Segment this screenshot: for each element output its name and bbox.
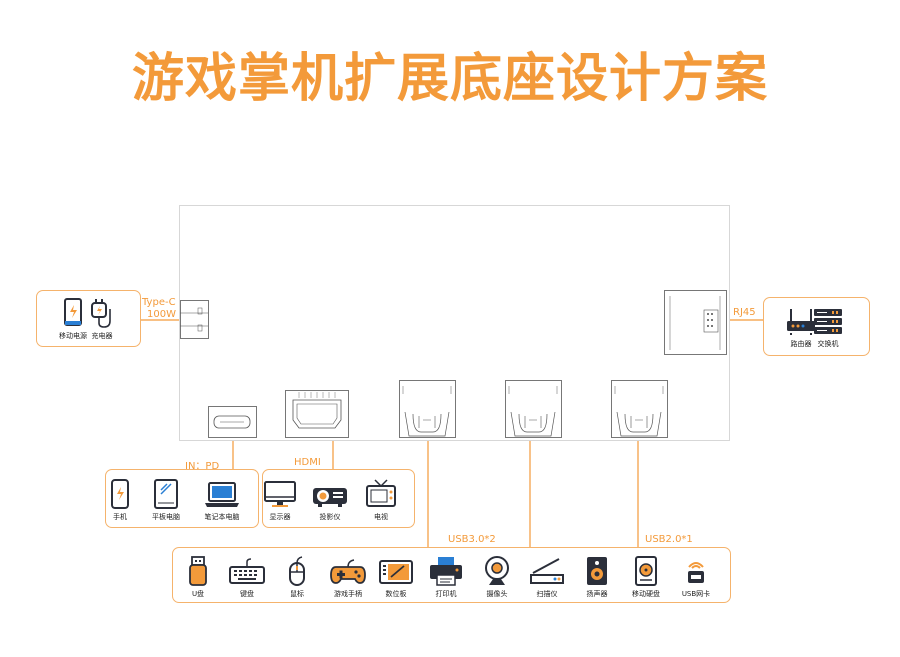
device-webcam: 摄像头 bbox=[472, 555, 522, 599]
switch-icon bbox=[814, 309, 842, 334]
device-label: 扬声器 bbox=[586, 590, 608, 598]
device-label: USB网卡 bbox=[681, 590, 711, 598]
device-projector: 投影仪 bbox=[305, 478, 355, 522]
watt-label: 100W bbox=[147, 309, 176, 320]
drawing-tablet-icon bbox=[379, 560, 413, 584]
device-tablet: 平板电脑 bbox=[141, 478, 191, 522]
usb-drive-icon bbox=[189, 556, 207, 586]
device-label: 游戏手柄 bbox=[334, 590, 362, 598]
device-label: 移动电源 bbox=[59, 332, 87, 340]
charger-icon bbox=[91, 299, 111, 328]
device-label: 键盘 bbox=[240, 590, 254, 598]
device-speaker: 扬声器 bbox=[572, 555, 622, 599]
device-laptop: 笔记本电脑 bbox=[197, 478, 247, 522]
usb30-port-1 bbox=[399, 380, 456, 438]
device-monitor: 显示器 bbox=[255, 478, 305, 522]
hdmi-port bbox=[285, 390, 349, 438]
typec-port bbox=[180, 300, 209, 339]
mouse-icon bbox=[289, 556, 305, 586]
device-drawing-tablet: 数位板 bbox=[371, 555, 421, 599]
pd-port bbox=[208, 406, 257, 438]
in-pd-label: IN：PD bbox=[185, 461, 220, 472]
device-power-bank: 移动电源 bbox=[48, 297, 98, 341]
device-gamepad: 游戏手柄 bbox=[323, 555, 373, 599]
device-label: 投影仪 bbox=[319, 513, 341, 521]
device-mouse: 鼠标 bbox=[272, 555, 322, 599]
device-label: 数位板 bbox=[385, 590, 407, 598]
device-label: 打印机 bbox=[435, 590, 457, 598]
device-printer: 打印机 bbox=[421, 555, 471, 599]
hdmi-label: HDMI bbox=[294, 457, 321, 468]
device-charger: 充电器 bbox=[77, 297, 127, 341]
power-box bbox=[36, 290, 141, 347]
tablet-icon bbox=[154, 479, 178, 509]
gamepad-icon bbox=[330, 559, 366, 584]
device-router: 路由器 bbox=[776, 305, 826, 349]
device-label: 充电器 bbox=[91, 332, 113, 340]
rj45-port bbox=[664, 290, 727, 355]
device-label: 摄像头 bbox=[486, 590, 508, 598]
device-label: 扫描仪 bbox=[536, 590, 558, 598]
typec-label: Type-C bbox=[142, 297, 176, 308]
network-box bbox=[763, 297, 870, 356]
router-icon bbox=[787, 309, 815, 335]
rj45-label: RJ45 bbox=[733, 307, 756, 318]
device-label: 笔记本电脑 bbox=[204, 513, 240, 521]
device-label: 移动硬盘 bbox=[632, 590, 660, 598]
monitor-icon bbox=[264, 481, 296, 507]
usb30-port-2 bbox=[505, 380, 562, 438]
tv-icon bbox=[366, 479, 396, 507]
laptop-icon bbox=[205, 482, 239, 507]
device-scanner: 扫描仪 bbox=[522, 555, 572, 599]
device-label: 平板电脑 bbox=[152, 513, 180, 521]
usb20-label: USB2.0*1 bbox=[645, 534, 693, 545]
device-tv: 电视 bbox=[356, 478, 406, 522]
phone-icon bbox=[111, 479, 129, 509]
device-phone: 手机 bbox=[95, 478, 145, 522]
device-switch: 交换机 bbox=[803, 305, 853, 349]
wifi-adapter-icon bbox=[688, 562, 704, 583]
device-label: 鼠标 bbox=[290, 590, 304, 598]
speaker-icon bbox=[587, 557, 607, 585]
page-title: 游戏掌机扩展底座设计方案 bbox=[131, 49, 768, 109]
usb20-port bbox=[611, 380, 668, 438]
printer-icon bbox=[430, 557, 462, 586]
projector-icon bbox=[313, 488, 347, 507]
device-label: 电视 bbox=[374, 513, 388, 521]
device-keyboard: 键盘 bbox=[222, 555, 272, 599]
power-bank-icon bbox=[64, 298, 82, 326]
device-label: 手机 bbox=[113, 513, 127, 521]
webcam-icon bbox=[485, 556, 509, 585]
scanner-icon bbox=[530, 558, 564, 584]
usb30-label: USB3.0*2 bbox=[448, 534, 496, 545]
hard-drive-icon bbox=[635, 556, 657, 586]
device-label: 路由器 bbox=[790, 340, 812, 348]
device-label: 显示器 bbox=[269, 513, 291, 521]
device-usb-drive: U盘 bbox=[173, 555, 223, 599]
device-label: 交换机 bbox=[817, 340, 839, 348]
keyboard-icon bbox=[229, 558, 265, 584]
device-hard-drive: 移动硬盘 bbox=[621, 555, 671, 599]
pd-box bbox=[105, 469, 259, 528]
device-wifi-adapter: USB网卡 bbox=[671, 555, 721, 599]
device-label: U盘 bbox=[191, 590, 205, 598]
